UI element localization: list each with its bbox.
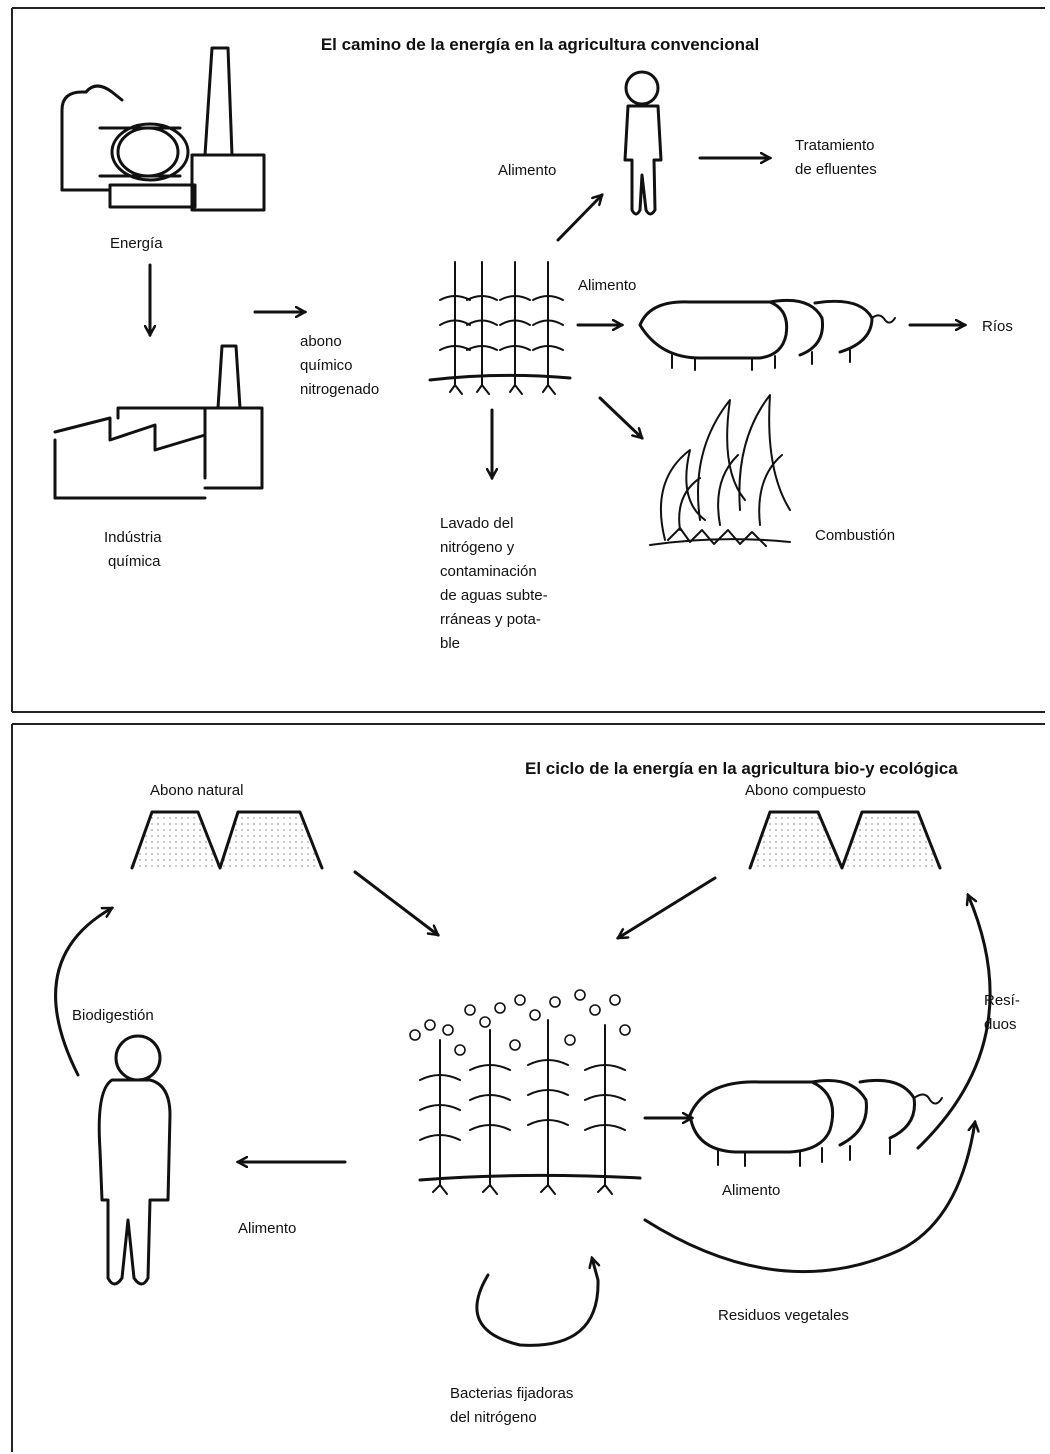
- crop-plants-icon: [428, 261, 572, 395]
- arrow-bacteria-loop: [475, 1258, 598, 1347]
- natural-manure-label: Abono natural: [150, 782, 243, 799]
- flames-icon: [649, 394, 791, 547]
- manure-heap-icon: [130, 810, 324, 870]
- compost-heap-icon: [748, 810, 942, 870]
- food-pigs-label: Alimento: [722, 1182, 780, 1199]
- arrow-pigs-compost: [916, 895, 992, 1150]
- industry-label: Indústria química: [104, 529, 166, 570]
- bottom-panel-title: El ciclo de la energía en la agricultura…: [525, 759, 958, 778]
- food-human-label: Alimento: [498, 162, 556, 179]
- arrow-crops-combustion: [598, 396, 642, 438]
- pigs-icon: [638, 298, 896, 371]
- combustion-label: Combustión: [815, 527, 895, 544]
- arrow-plant-residues: [643, 1122, 975, 1274]
- factory-icon: [60, 46, 266, 212]
- arrow-compost-crops: [618, 876, 717, 940]
- energy-label: Energía: [110, 235, 163, 252]
- top-panel-title: El camino de la energía en la agricultur…: [321, 35, 759, 54]
- arrow-biodigestion: [54, 906, 112, 1077]
- rivers-label: Ríos: [982, 318, 1013, 335]
- chemical-plant-icon: [53, 344, 264, 500]
- fertilizer-label: abono químico nitrogenado: [300, 333, 379, 398]
- pigs-icon: [688, 1078, 943, 1167]
- residues-label: Resí- duos: [984, 992, 1024, 1033]
- arrow-manure-crops: [353, 870, 438, 935]
- arrow-crops-person: [556, 195, 602, 242]
- food-human-label: Alimento: [238, 1220, 296, 1237]
- person-icon: [623, 70, 663, 216]
- bacteria-label: Bacterias fijadoras del nitrógeno: [450, 1385, 578, 1426]
- person-icon: [97, 1034, 172, 1286]
- effluents-label: Tratamiento de efluentes: [795, 137, 879, 178]
- food-pigs-label: Alimento: [578, 277, 636, 294]
- compost-label: Abono compuesto: [745, 782, 866, 799]
- biodigestion-label: Biodigestión: [72, 1007, 154, 1024]
- crop-plants-icon: [409, 989, 642, 1195]
- leaching-label: Lavado del nitrógeno y contaminación de …: [440, 515, 552, 652]
- bottom-panel: El ciclo de la energía en la agricultura…: [11, 723, 1045, 1452]
- top-panel: El camino de la energía en la agricultur…: [11, 7, 1045, 713]
- plant-residues-label: Residuos vegetales: [718, 1307, 849, 1324]
